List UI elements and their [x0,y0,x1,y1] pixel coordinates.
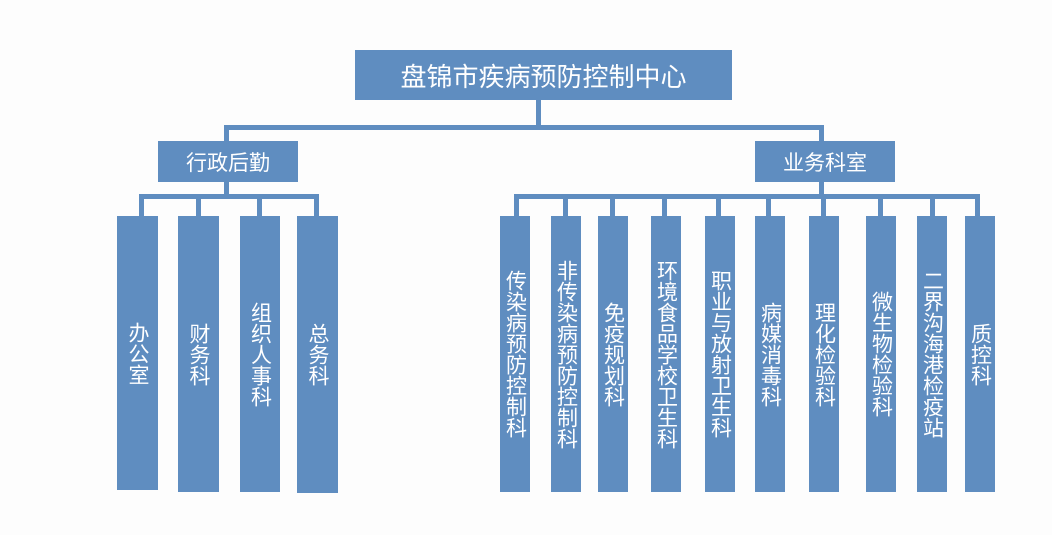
branch-label: 行政后勤 [186,150,270,175]
leaf-connector [975,194,980,218]
leaf-node: 质控科 [965,216,995,492]
leaf-connector [139,194,144,218]
leaf-label: 非传染病预防控制科 [554,259,579,449]
root-stem [536,100,541,128]
leaf-connector [766,194,771,218]
leaf-node: 传染病预防控制科 [500,216,530,492]
leaf-label: 质控科 [968,322,993,386]
leaf-node: 办公室 [117,216,158,490]
leaf-node: 微生物检验科 [866,216,896,492]
branch-1-stem [224,182,229,197]
leaf-connector [563,194,568,218]
leaf-node: 财务科 [178,216,219,492]
leaf-connector [662,194,667,218]
leaf-label: 二界沟海港检疫站 [920,270,945,438]
leaf-label: 组织人事科 [248,301,273,407]
leaf-connector [196,194,201,218]
root-node: 盘锦市疾病预防控制中心 [355,50,732,100]
leaf-connector [930,194,935,218]
leaf-label: 办公室 [126,321,150,385]
leaf-node: 非传染病预防控制科 [551,216,581,492]
leaf-label: 微生物检验科 [869,291,894,417]
leaf-label: 理化检验科 [812,301,837,407]
branch-2-drop [819,125,824,141]
leaf-connector [257,194,262,218]
leaf-node: 二界沟海港检疫站 [917,216,947,492]
branch-1-hbar [139,194,319,199]
root-label: 盘锦市疾病预防控制中心 [400,62,687,93]
leaf-label: 病媒消毒科 [758,301,783,407]
branch-2-hbar [514,194,980,199]
leaf-connector [878,194,883,218]
leaf-node: 组织人事科 [240,216,280,492]
leaf-connector [314,194,319,218]
leaf-label: 环境食品学校卫生科 [654,259,679,449]
leaf-label: 总务科 [306,323,330,386]
leaf-label: 免疫规划科 [601,301,626,407]
branch-node-admin: 行政后勤 [158,141,298,182]
leaf-label: 财务科 [187,322,211,386]
leaf-node: 免疫规划科 [598,216,628,492]
root-hbar [224,125,824,130]
branch-node-business: 业务科室 [755,141,895,182]
branch-2-stem [819,182,824,197]
leaf-connector [610,194,615,218]
leaf-connector [821,194,826,218]
leaf-node: 病媒消毒科 [755,216,785,492]
leaf-node: 理化检验科 [809,216,839,492]
leaf-label: 职业与放射卫生科 [708,270,733,438]
leaf-node: 职业与放射卫生科 [705,216,735,492]
leaf-node: 环境食品学校卫生科 [651,216,681,492]
leaf-connector [514,194,519,218]
leaf-node: 总务科 [297,216,338,493]
branch-label: 业务科室 [783,150,867,175]
leaf-label: 传染病预防控制科 [503,270,528,438]
leaf-connector [716,194,721,218]
branch-1-drop [224,125,229,141]
